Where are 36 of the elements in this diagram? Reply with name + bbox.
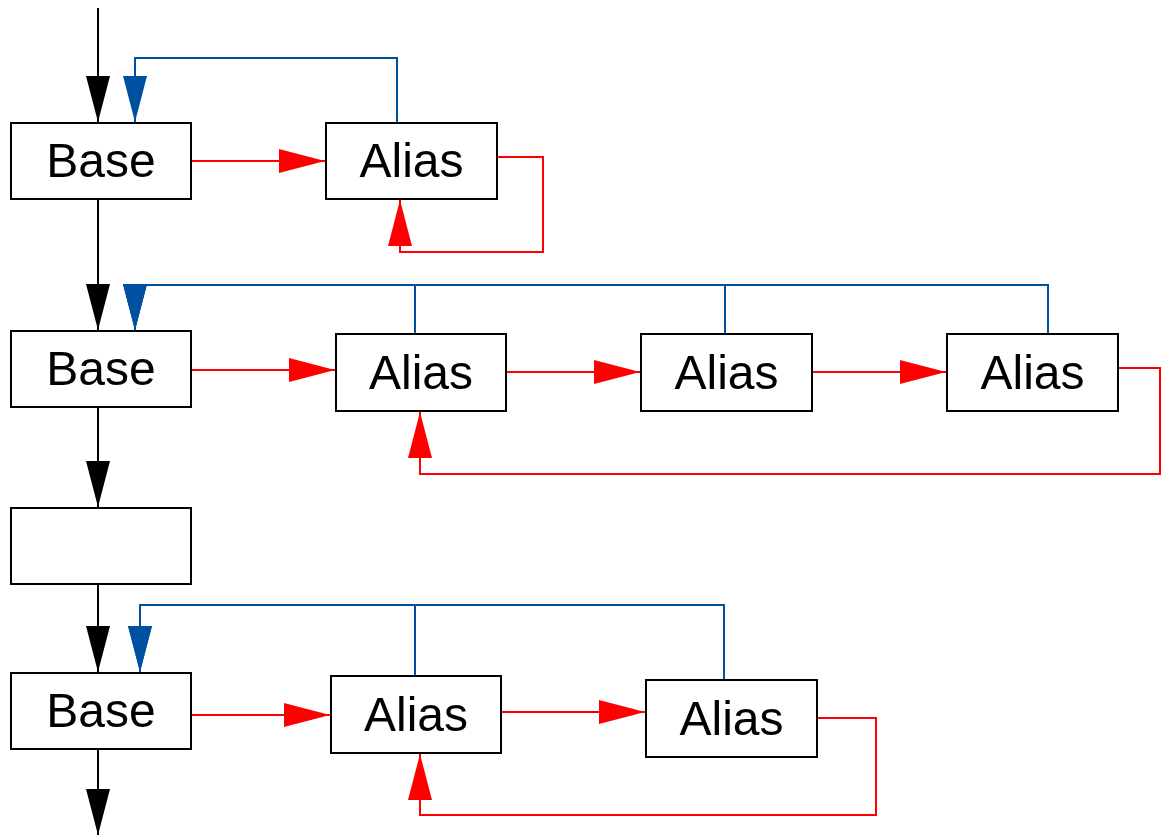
process-box: [330, 675, 502, 754]
node-label: Alias: [674, 348, 779, 397]
arrow: [86, 7, 110, 123]
arrow: [388, 156, 544, 253]
arrow: [86, 407, 110, 508]
arrow: [812, 360, 947, 384]
node-label: Alias: [368, 348, 473, 397]
arrow: [506, 360, 641, 384]
arrow: [191, 149, 326, 173]
arrow: [86, 199, 110, 331]
arrow: [191, 703, 331, 727]
node-label: Base: [46, 687, 156, 735]
node-label: Alias: [359, 137, 464, 185]
node-label: Alias: [980, 348, 1085, 397]
process-box: [335, 333, 507, 412]
process-box: [10, 672, 192, 750]
arrow: [408, 367, 1161, 475]
node-label: Alias: [363, 690, 468, 739]
arrow: [128, 604, 725, 680]
node-label: Alias: [679, 694, 784, 743]
arrow: [123, 57, 398, 123]
node-label: Base: [46, 345, 156, 393]
process-box: [645, 679, 818, 758]
process-box: [10, 330, 192, 408]
process-box: [640, 333, 813, 412]
node-label: Base: [46, 137, 156, 185]
arrow: [86, 584, 110, 673]
arrow: [86, 749, 110, 836]
empty-box: [10, 507, 192, 585]
process-box: [10, 122, 192, 200]
arrow: [191, 358, 336, 382]
process-box: [946, 333, 1119, 412]
arrow: [123, 284, 1049, 334]
arrow: [408, 717, 877, 816]
process-box: [325, 122, 498, 200]
arrow: [501, 700, 646, 724]
